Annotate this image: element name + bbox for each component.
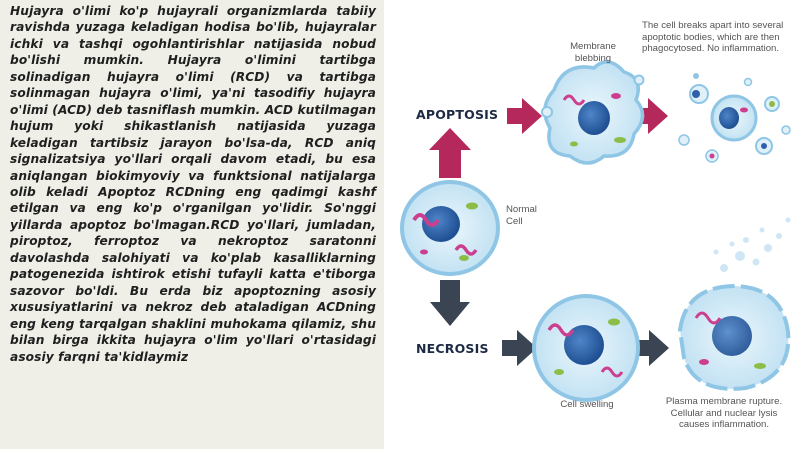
cell-death-diagram: APOPTOSIS NECROSIS Membrane blebbing Nor… bbox=[384, 0, 800, 449]
normal-cell bbox=[400, 180, 500, 276]
necrosis-label: NECROSIS bbox=[416, 341, 489, 356]
apoptosis-arrow-2 bbox=[634, 98, 668, 134]
normal-cell-label: Normal Cell bbox=[506, 204, 537, 227]
rupture-line3: causes inflammation. bbox=[678, 419, 770, 431]
blebbing-cell bbox=[541, 60, 645, 165]
necrosis-arrow-1 bbox=[502, 330, 537, 366]
diagram-graphic bbox=[400, 60, 791, 402]
membrane-blebbing-line1: Membrane bbox=[570, 41, 616, 52]
apoptotic-bodies bbox=[678, 73, 791, 163]
apoptotic-bodies-caption: The cell breaks apart into several apopt… bbox=[642, 20, 800, 55]
membrane-blebbing-line2: blebbing bbox=[574, 52, 612, 64]
swelling-cell bbox=[532, 294, 640, 402]
apoptosis-label: APOPTOSIS bbox=[416, 107, 499, 122]
apoptotic-bodies-line3: phagocytosed. No inflammation. bbox=[642, 43, 780, 55]
body-paragraph: Hujayra o'limi ko'p hujayrali organizmla… bbox=[10, 4, 376, 364]
necrosis-arrow-2 bbox=[634, 330, 669, 366]
cell-swelling-label: Cell swelling bbox=[560, 399, 614, 410]
normal-cell-line2: Cell bbox=[506, 215, 523, 227]
apoptotic-bodies-line2: apoptotic bodies, which are then bbox=[642, 31, 780, 43]
normal-cell-line1: Normal bbox=[506, 204, 537, 215]
ruptured-cell bbox=[677, 217, 791, 391]
apoptotic-bodies-line1: The cell breaks apart into several bbox=[642, 20, 784, 31]
rupture-caption: Plasma membrane rupture. Cellular and nu… bbox=[656, 396, 792, 431]
apoptosis-arrow-1 bbox=[507, 98, 542, 134]
rupture-line2: Cellular and nuclear lysis bbox=[670, 407, 778, 419]
necrosis-down-arrow bbox=[430, 280, 470, 326]
membrane-blebbing-label: Membrane blebbing bbox=[552, 41, 634, 64]
text-panel: Hujayra o'limi ko'p hujayrali organizmla… bbox=[0, 0, 384, 449]
rupture-line1: Plasma membrane rupture. bbox=[665, 396, 783, 407]
apoptosis-up-arrow bbox=[429, 128, 471, 178]
